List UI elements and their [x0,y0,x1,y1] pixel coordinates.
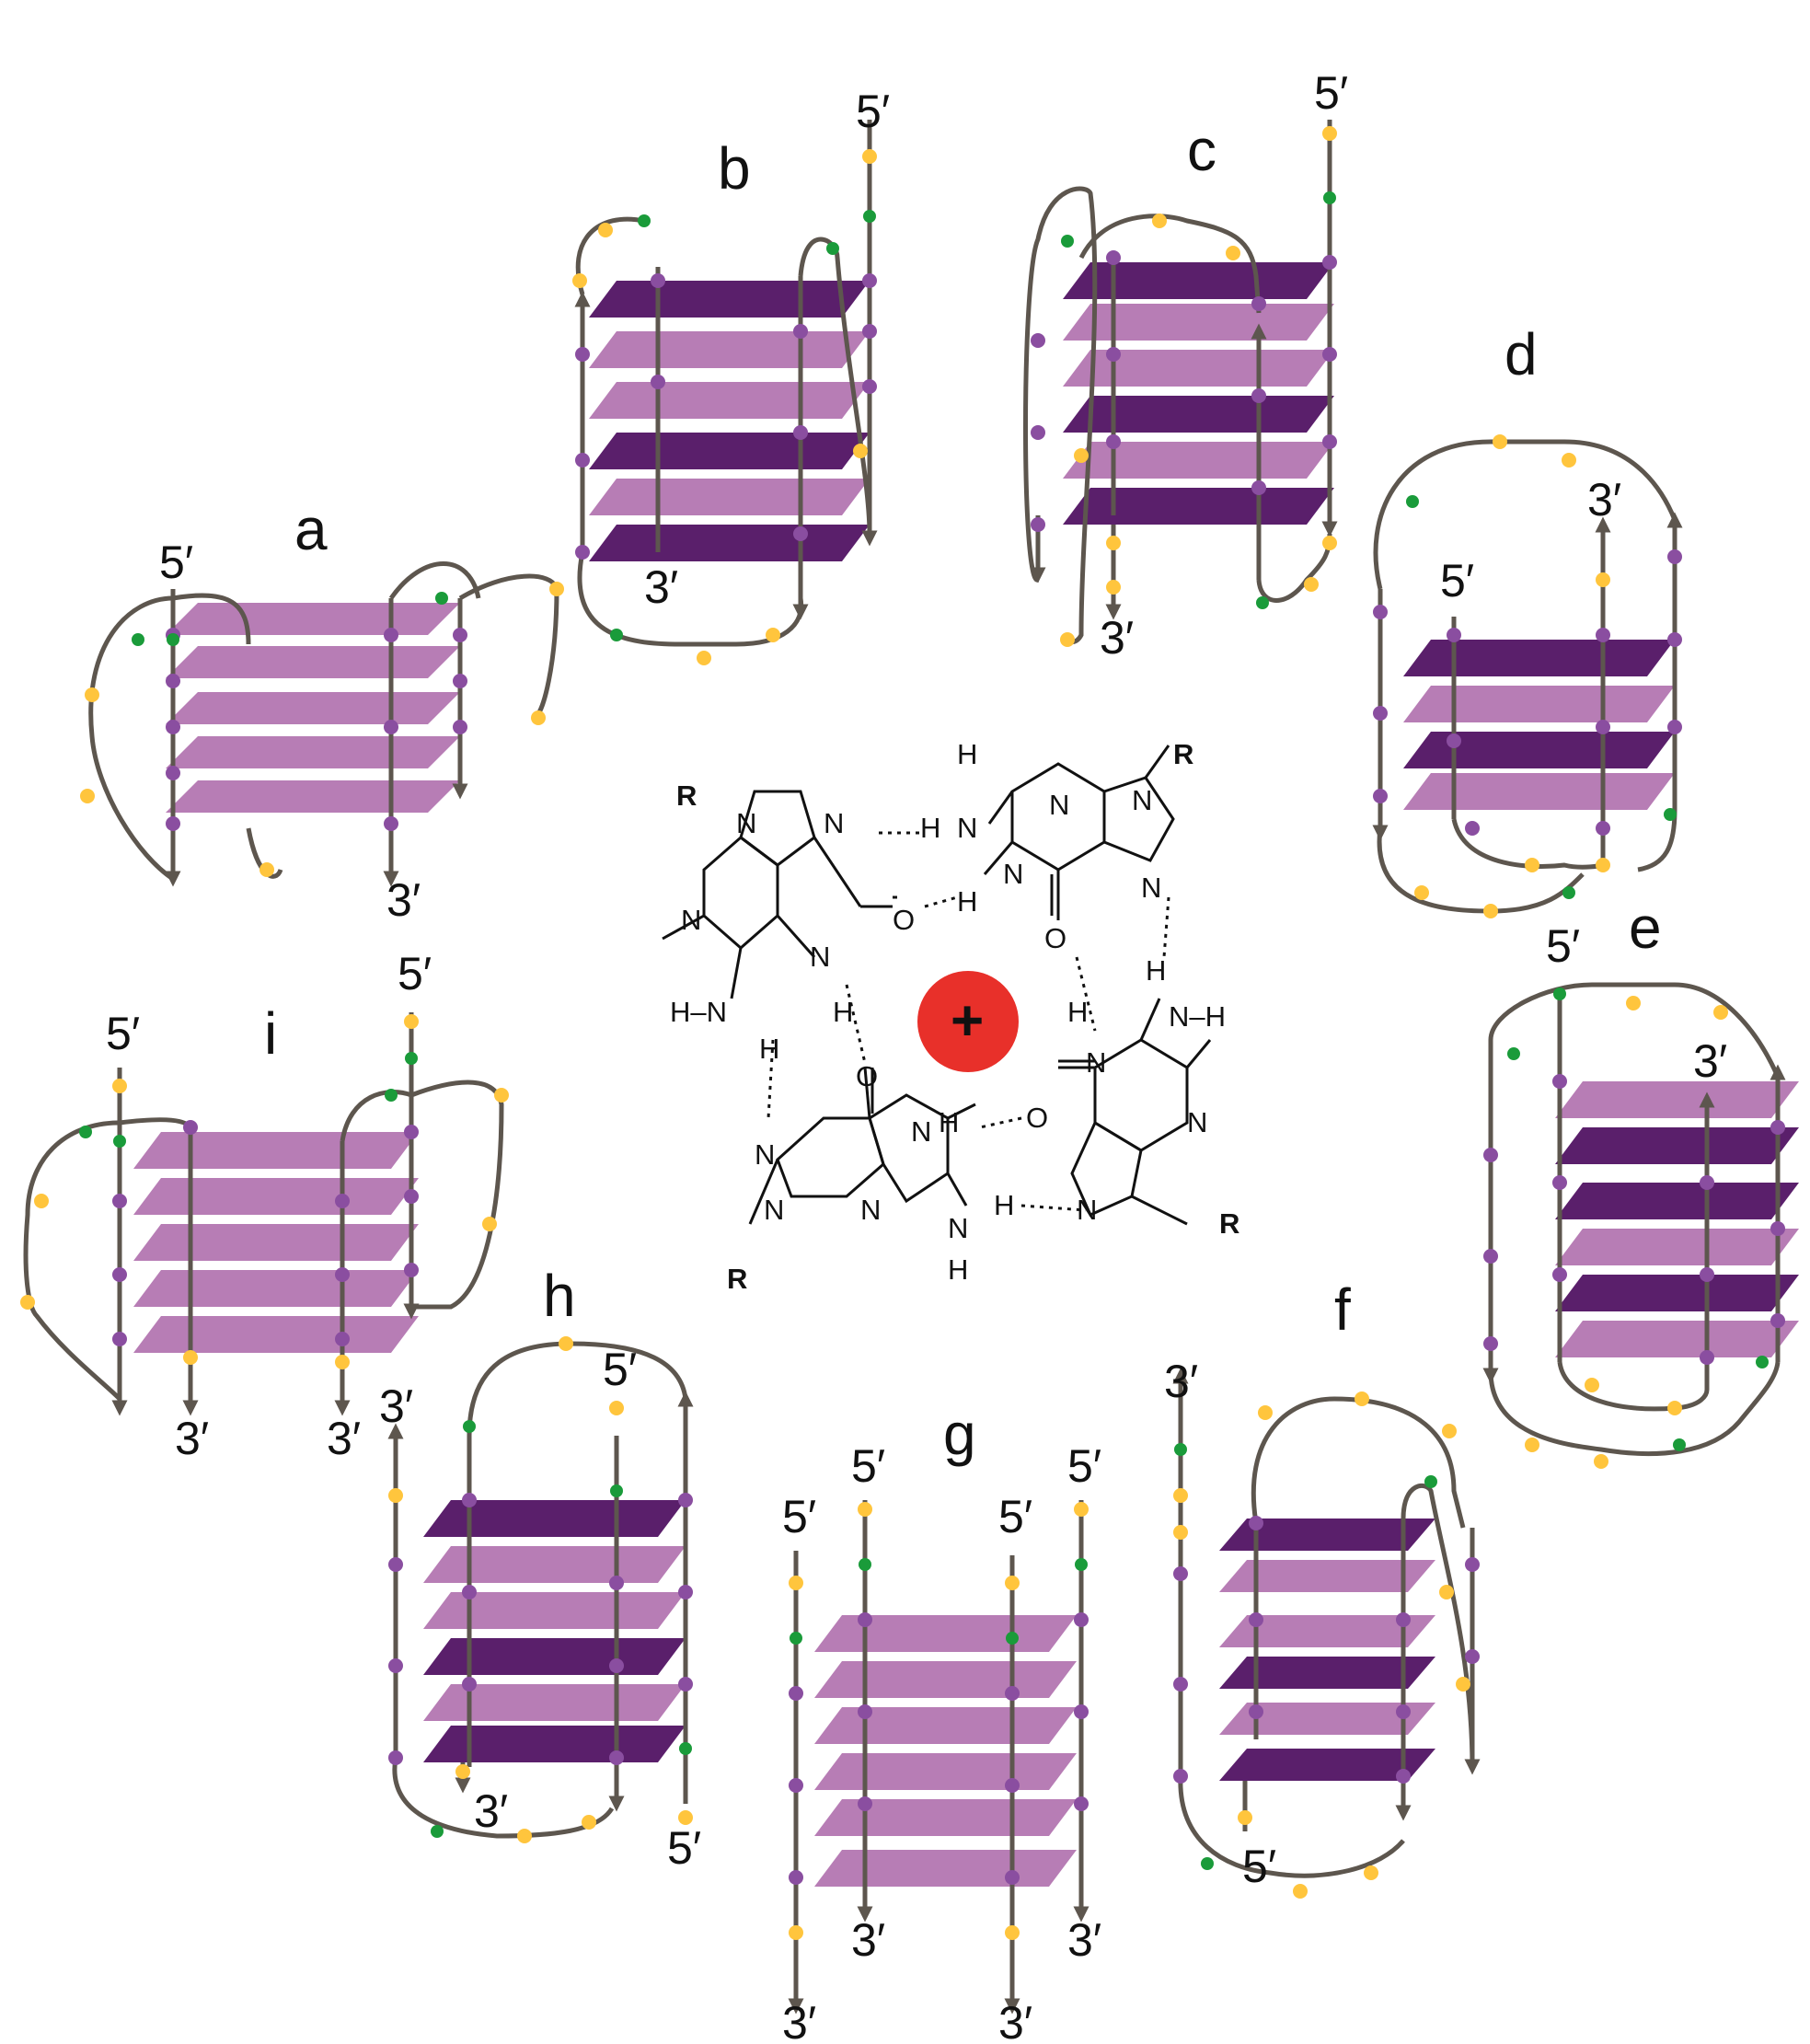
cation-circle [917,971,1019,1072]
panel-h-end-5-bottom: 5′ [667,1822,701,1874]
atom-o-4: O [1026,1102,1048,1134]
cation-plus-sign: + [951,989,984,1053]
panel-g-end-5d: 5′ [998,1491,1032,1542]
atom-n-14: N [1077,1194,1097,1226]
panel-g-end-5c: 5′ [782,1491,816,1542]
atom-h-6: H [1067,996,1088,1028]
panel-f-label: f [1334,1276,1351,1343]
atom-n-15: N [764,1194,784,1226]
panel-d-label: d [1504,321,1538,387]
atom-h-5: H [1146,954,1166,987]
panel-h: h 3′ 5′ 3′ 5′ [379,1263,701,1874]
panel-i-label: i [264,1000,277,1067]
atom-n-4: N [1049,789,1069,821]
panel-b: b 5′ 3′ [572,86,890,665]
panel-b-end-5: 5′ [856,86,890,137]
panel-h-label: h [543,1263,576,1329]
atom-h-10: H [948,1253,968,1286]
panel-g-end-3c: 3′ [782,1997,816,2044]
panel-g-end-3a: 3′ [851,1914,885,1966]
atom-n-9: N [810,941,830,973]
panel-a-end-5: 5′ [159,537,193,588]
atom-n-3: N [957,812,977,844]
atom-o-3: O [856,1060,878,1092]
panel-d-end-3: 3′ [1587,474,1621,525]
atom-n-10: N [1086,1046,1106,1079]
panel-b-label: b [718,135,751,202]
atom-n-16: N [860,1194,881,1226]
atom-h-2: H [957,738,977,770]
panel-e-end-5: 5′ [1546,920,1580,972]
panel-f: f 3′ 5′ [1164,1276,1481,1899]
atom-n-2: N [824,807,844,839]
panel-b-end-3: 3′ [644,561,678,613]
panel-i-end-3b: 3′ [327,1413,361,1464]
panel-g-label: g [943,1401,976,1467]
panel-i-end-3a: 3′ [175,1413,209,1464]
panel-g-end-5a: 5′ [851,1440,885,1492]
atom-n-13: N [755,1138,775,1171]
panel-d: d 5′ 3′ [1372,321,1683,918]
atom-n-1: N [736,807,756,839]
atom-h-1: H [920,812,940,844]
atom-r-1: R [676,779,697,812]
panel-a-end-3: 3′ [386,874,421,926]
atom-o-2: O [1044,922,1066,954]
panel-g-end-5b: 5′ [1067,1440,1101,1492]
atom-n-6: N [1003,858,1023,890]
panel-a-label: a [294,496,328,562]
atom-h-8: H [939,1106,959,1138]
atom-h-4: H [833,996,853,1028]
atom-h-3: H [957,885,977,918]
panel-f-end-5: 5′ [1242,1841,1276,1892]
atom-nh-1: N–H [1169,1000,1226,1033]
atom-n-12: N [911,1115,931,1148]
atom-r-2: R [1173,738,1193,770]
atom-n-8: N [681,904,701,936]
panel-i-end-5b: 5′ [398,948,432,999]
panel-c-label: c [1187,117,1216,183]
panel-a: a 5′ 3′ [80,496,564,926]
panel-g-end-3b: 3′ [1067,1914,1101,1966]
panel-i: i 5′ 5′ 3′ 3′ [20,948,509,1464]
panel-h-end-3-bottom: 3′ [474,1785,508,1837]
atom-n-11: N [1187,1106,1207,1138]
panel-d-end-5: 5′ [1440,555,1474,606]
panel-c-end-3: 3′ [1100,612,1134,664]
panel-e-end-3: 3′ [1693,1035,1727,1087]
atom-h-7: H [759,1033,779,1065]
panel-e: e 5′ 3′ [1482,895,1799,1469]
atom-o-1: O [893,904,915,936]
g-tetrad-structure: R N N H N H N N R N N H O O N N H–N H H … [662,738,1239,1295]
panel-e-label: e [1629,895,1662,961]
atom-r-4: R [727,1263,747,1295]
panel-h-end-3-top: 3′ [379,1380,413,1432]
atom-hn-1: H–N [670,996,727,1028]
atom-n-5: N [1132,784,1152,816]
atom-r-3: R [1219,1207,1239,1240]
atom-n-7: N [1141,872,1161,904]
panel-i-end-5a: 5′ [106,1008,140,1059]
panel-h-end-5-top: 5′ [603,1344,637,1395]
atom-h-9: H [994,1189,1014,1221]
panel-c-end-5: 5′ [1314,67,1348,119]
panel-f-end-3: 3′ [1164,1356,1198,1407]
panel-c: c 5′ 3′ [1023,67,1348,664]
atom-n-17: N [948,1212,968,1244]
panel-g-end-3d: 3′ [998,1997,1032,2044]
panel-g: g 5′ 5′ 5′ 5′ 3′ 3′ 3′ 3′ [782,1401,1101,2044]
